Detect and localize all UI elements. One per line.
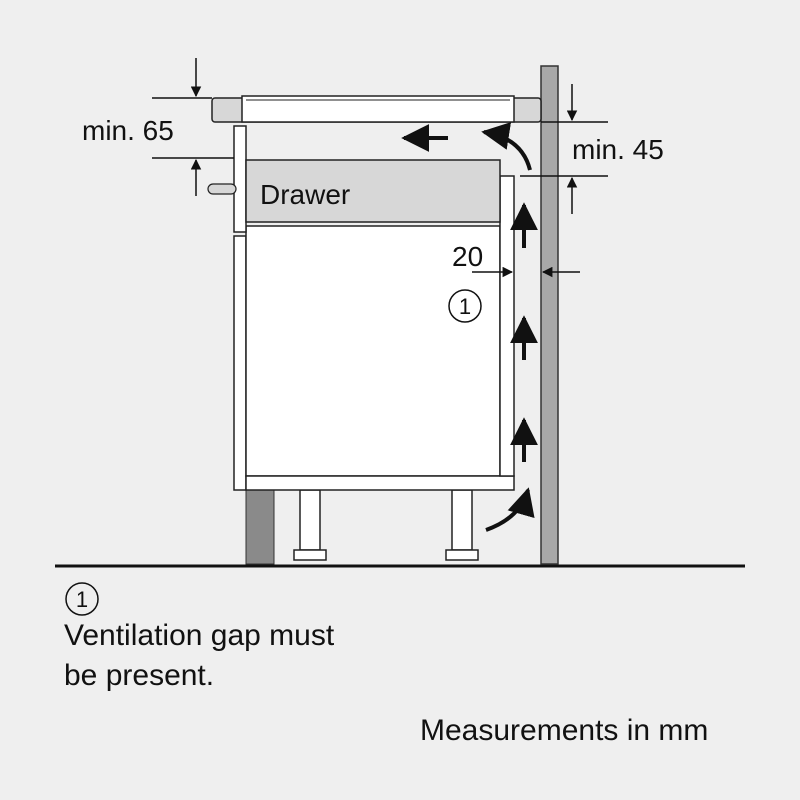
drawer-label: Drawer bbox=[260, 179, 350, 210]
airflow-arrow-curve-bottom bbox=[485, 487, 535, 532]
svg-text:1: 1 bbox=[76, 587, 88, 612]
cabinet-legs bbox=[293, 489, 479, 561]
cabinet-body bbox=[233, 175, 515, 491]
svg-text:1: 1 bbox=[459, 294, 471, 319]
label-gap-20: 20 bbox=[452, 241, 483, 272]
legend-marker-1: 1 bbox=[65, 582, 99, 616]
legend-line-1: Ventilation gap must bbox=[64, 619, 335, 652]
label-min-45: min. 45 bbox=[572, 134, 664, 165]
legend-line-2: be present. bbox=[64, 659, 215, 692]
hob bbox=[211, 95, 542, 123]
airflow-arrows bbox=[401, 122, 538, 532]
callout-marker-1: 1 bbox=[448, 289, 482, 323]
wall bbox=[540, 65, 559, 565]
label-min-65: min. 65 bbox=[82, 115, 174, 146]
measurements-note: Measurements in mm bbox=[420, 714, 709, 747]
dimension-min-45 bbox=[520, 84, 608, 214]
airflow-arrow-curve-top bbox=[481, 122, 532, 171]
drawer bbox=[245, 159, 501, 223]
dimension-min-65 bbox=[152, 58, 234, 196]
front-panel bbox=[207, 125, 247, 233]
plinth-panel bbox=[245, 489, 275, 565]
